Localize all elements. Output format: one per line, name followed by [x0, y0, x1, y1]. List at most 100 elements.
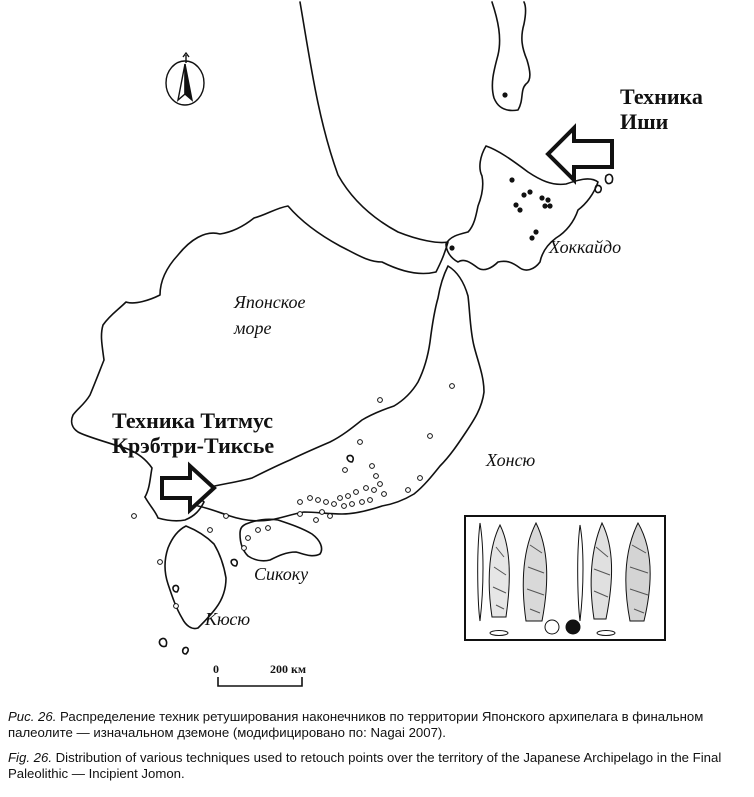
island — [158, 637, 168, 648]
open-site-marker — [449, 383, 455, 389]
point-profile — [577, 524, 584, 622]
scale-bar — [217, 677, 303, 687]
open-site-marker — [313, 517, 319, 523]
caption-en-text: Distribution of various techniques used … — [8, 750, 722, 781]
shikoku-coastline — [239, 518, 323, 562]
open-site-marker — [363, 485, 369, 491]
open-site-marker — [349, 501, 355, 507]
filled-site-marker — [502, 92, 508, 98]
open-site-marker — [323, 499, 329, 505]
caption-en-lead: Fig. 26. — [8, 750, 52, 765]
filled-site-marker — [513, 202, 519, 208]
open-site-marker — [245, 535, 251, 541]
open-site-marker — [131, 513, 137, 519]
label-sea-line2: море — [234, 318, 272, 338]
honshu-coastline — [193, 265, 485, 522]
filled-site-marker — [529, 235, 535, 241]
island — [181, 646, 189, 655]
label-technique-titmus-line2: Крэбтри-Тиксье — [112, 433, 275, 458]
open-site-marker — [337, 495, 343, 501]
open-site-marker — [331, 501, 337, 507]
open-site-marker — [255, 527, 261, 533]
filled-site-marker — [527, 189, 533, 195]
hokkaido-coastline — [445, 145, 599, 271]
open-site-marker — [381, 491, 387, 497]
arrow-ishi-icon — [545, 123, 614, 185]
open-site-marker — [357, 439, 363, 445]
island — [346, 454, 355, 463]
open-site-marker — [265, 525, 271, 531]
scale-label-start: 0 — [213, 662, 219, 676]
open-site-marker — [297, 499, 303, 505]
map-canvas — [70, 1, 614, 687]
label-technique-titmus-line1: Техника Титмус — [112, 408, 274, 433]
open-site-marker — [377, 397, 383, 403]
label-hokkaido: Хоккайдо — [549, 237, 622, 257]
filled-site-marker — [533, 229, 539, 235]
open-site-marker — [207, 527, 213, 533]
point-drawing — [625, 521, 651, 622]
open-site-marker — [315, 497, 321, 503]
open-site-marker — [307, 495, 313, 501]
open-site-marker — [417, 475, 423, 481]
open-circle-icon — [544, 619, 560, 635]
open-site-markers — [131, 383, 455, 609]
label-technique-titmus: Техника Титмус Крэбтри-Тиксье — [112, 408, 274, 458]
filled-site-marker — [449, 245, 455, 251]
open-site-marker — [341, 503, 347, 509]
open-site-marker — [359, 499, 365, 505]
north-arrow-icon — [165, 51, 205, 106]
label-honshu: Хонсю — [486, 450, 536, 470]
open-site-marker — [371, 487, 377, 493]
label-sea-line1: Японское — [234, 292, 306, 312]
label-sea-of-japan: Японское море — [234, 289, 305, 341]
filled-site-markers — [449, 92, 553, 251]
filled-site-marker — [542, 203, 548, 209]
filled-site-marker — [509, 177, 515, 183]
label-shikoku: Сикоку — [254, 564, 309, 584]
artifact-inset — [464, 515, 666, 641]
caption-ru-text: Распределение техник ретуширования након… — [8, 709, 704, 740]
open-site-marker — [223, 513, 229, 519]
label-technique-ishi: Техника Иши — [620, 84, 703, 134]
filled-site-marker — [547, 203, 553, 209]
island — [172, 584, 180, 593]
point-section — [489, 630, 509, 636]
scale-label-end: 200 км — [270, 662, 307, 676]
label-kyushu: Кюсю — [205, 609, 251, 629]
mainland-coastline — [70, 1, 449, 498]
point-drawing — [522, 521, 548, 622]
open-site-marker — [369, 463, 375, 469]
open-site-marker — [345, 493, 351, 499]
arrow-titmus-icon — [160, 461, 217, 515]
open-site-marker — [241, 545, 247, 551]
open-site-marker — [373, 473, 379, 479]
caption-ru: Рис. 26. Распределение техник ретуширова… — [8, 709, 746, 741]
kuril-islet — [604, 173, 614, 185]
kyushu-coastline — [164, 525, 227, 630]
point-drawing — [590, 521, 613, 620]
open-site-marker — [157, 559, 163, 565]
filled-site-marker — [517, 207, 523, 213]
caption-ru-lead: Рис. 26. — [8, 709, 57, 724]
caption-en: Fig. 26. Distribution of various techniq… — [8, 750, 746, 782]
open-site-marker — [367, 497, 373, 503]
filled-site-marker — [521, 192, 527, 198]
point-profile — [477, 522, 484, 622]
open-site-marker — [342, 467, 348, 473]
label-technique-ishi-line2: Иши — [620, 109, 669, 134]
island — [230, 558, 239, 567]
artifact-drawings — [477, 521, 651, 636]
label-technique-ishi-line1: Техника — [620, 84, 703, 109]
open-site-marker — [319, 509, 325, 515]
open-site-marker — [173, 603, 179, 609]
filled-site-marker — [545, 197, 551, 203]
open-site-marker — [353, 489, 359, 495]
filled-circle-icon — [565, 619, 581, 635]
open-site-marker — [377, 481, 383, 487]
sakhalin-coastline — [491, 1, 531, 112]
point-section — [596, 630, 616, 636]
open-site-marker — [297, 511, 303, 517]
open-site-marker — [427, 433, 433, 439]
open-site-marker — [405, 487, 411, 493]
